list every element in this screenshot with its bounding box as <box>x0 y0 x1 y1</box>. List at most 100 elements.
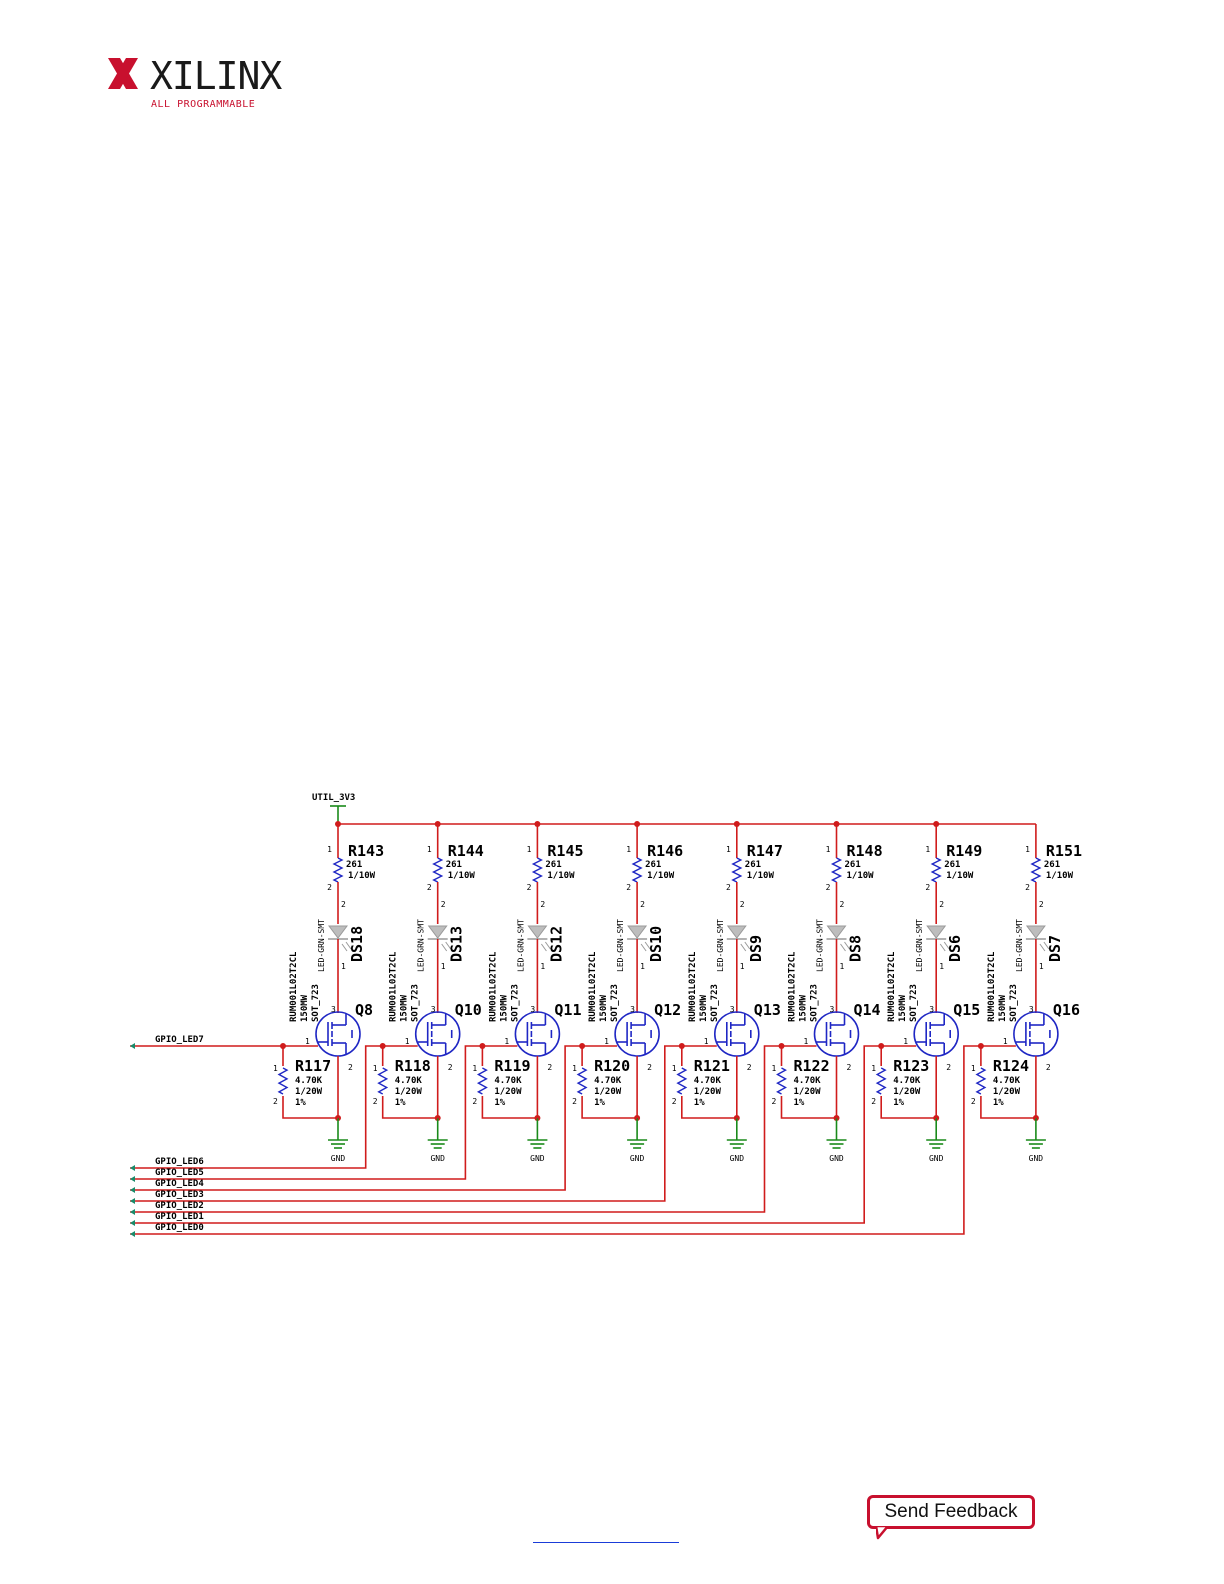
send-feedback-label: Send Feedback <box>884 1501 1018 1522</box>
led-icon <box>926 925 947 939</box>
series-resistor-value: 261 <box>645 860 661 870</box>
transistor-pin-label: 1 <box>704 1037 709 1046</box>
transistor-pin-label: 2 <box>747 1063 752 1072</box>
pulldown-pin-label: 1 <box>672 1064 677 1073</box>
transistor-pin-label: 3 <box>1029 1005 1034 1014</box>
pulldown-resistor-ref: R122 <box>794 1057 830 1075</box>
led-part-number: LED-GRN-SMT <box>317 919 326 972</box>
transistor-part-number: RUM001L02T2CL <box>887 951 897 1022</box>
pulldown-value: 4.70K <box>295 1076 323 1086</box>
led-channel-7: 12R1492611/10W21DS6LED-GRN-SMTRUM001L02T… <box>871 821 982 1163</box>
footer-link[interactable] <box>533 1530 679 1543</box>
pulldown-tolerance: 1% <box>295 1098 306 1108</box>
transistor-power: 150MW <box>599 994 609 1022</box>
pulldown-resistor-ref: R118 <box>395 1057 431 1075</box>
transistor-pin-label: 3 <box>431 1005 436 1014</box>
led-channel-6: 12R1482611/10W21DS8LED-GRN-SMTRUM001L02T… <box>772 821 883 1163</box>
nmos-transistor-icon <box>913 1011 960 1057</box>
led-ray-icon <box>441 943 448 952</box>
led-pin-label: 1 <box>441 962 446 971</box>
wire-pulldown-to-ground <box>481 1096 538 1119</box>
gpio-net-wire <box>130 1045 782 1213</box>
pulldown-pin-label: 2 <box>971 1097 976 1106</box>
pulldown-value: 4.70K <box>395 1076 423 1086</box>
led-pin-label: 2 <box>1039 900 1044 909</box>
led-part-number: LED-GRN-SMT <box>417 919 426 972</box>
pulldown-pin-label: 2 <box>672 1097 677 1106</box>
transistor-part-number: RUM001L02T2CL <box>987 951 997 1022</box>
led-ray-icon <box>345 941 352 950</box>
send-feedback-button[interactable]: Send Feedback <box>867 1495 1035 1529</box>
series-resistor-icon <box>531 857 543 883</box>
transistor-package: SOT_723 <box>610 984 620 1022</box>
series-resistor-icon <box>830 857 843 883</box>
pulldown-value: 4.70K <box>694 1076 722 1086</box>
led-icon <box>826 925 847 939</box>
pulldown-pin-label: 2 <box>772 1097 777 1106</box>
pulldown-resistor-icon <box>277 1067 289 1095</box>
pulldown-resistor-icon <box>377 1067 389 1095</box>
pulldown-pin-label: 2 <box>572 1097 577 1106</box>
transistor-package: SOT_723 <box>510 984 520 1022</box>
led-ref: DS7 <box>1046 935 1064 962</box>
logo-tagline: ALL PROGRAMMABLE <box>151 99 255 110</box>
series-resistor-power: 1/10W <box>348 871 376 881</box>
transistor-pin-label: 1 <box>1003 1037 1008 1046</box>
led-channel-1: 12R1432611/10W21DS18LED-GRN-SMTRUM001L02… <box>273 821 384 1163</box>
nmos-transistor-icon <box>514 1011 561 1057</box>
pulldown-pin-label: 1 <box>871 1064 876 1073</box>
led-ray-icon <box>744 941 751 950</box>
pulldown-value: 4.70K <box>893 1076 921 1086</box>
led-ray-icon <box>1043 941 1050 950</box>
resistor-pin-label: 2 <box>1025 883 1030 892</box>
pulldown-resistor-ref: R120 <box>594 1057 630 1075</box>
transistor-package: SOT_723 <box>311 984 321 1022</box>
net-port-arrow-icon <box>130 1231 135 1237</box>
led-ray-icon <box>740 943 747 952</box>
led-ref: DS12 <box>547 926 565 962</box>
nmos-transistor-icon <box>414 1011 461 1057</box>
series-resistor-power: 1/10W <box>647 871 675 881</box>
gpio-net-wire <box>130 1045 981 1235</box>
resistor-pin-label: 1 <box>427 845 432 854</box>
led-ray-icon <box>844 941 850 950</box>
transistor-power: 150MW <box>400 994 410 1022</box>
transistor-pin-label: 2 <box>847 1063 852 1072</box>
transistor-package: SOT_723 <box>1009 984 1019 1022</box>
led-pin-label: 2 <box>939 900 944 909</box>
series-resistor-ref: R147 <box>747 842 783 860</box>
led-pin-label: 1 <box>840 962 845 971</box>
transistor-power: 150MW <box>898 994 908 1022</box>
wire-pulldown-to-ground <box>980 1096 1036 1119</box>
wire-pulldown-to-ground <box>282 1096 338 1119</box>
pulldown-resistor-icon <box>676 1067 688 1095</box>
pulldown-resistor-ref: R121 <box>694 1057 730 1075</box>
gpio-net-label: GPIO_LED6 <box>155 1157 204 1167</box>
transistor-pin-label: 2 <box>448 1063 453 1072</box>
series-resistor-power: 1/10W <box>1046 871 1074 881</box>
led-part-number: LED-GRN-SMT <box>915 919 924 972</box>
resistor-pin-label: 1 <box>726 845 731 854</box>
resistor-pin-label: 2 <box>427 883 432 892</box>
pulldown-resistor-icon <box>576 1067 588 1095</box>
transistor-pin-label: 1 <box>504 1037 509 1046</box>
gpio-net-label: GPIO_LED3 <box>155 1190 204 1200</box>
led-part-number: LED-GRN-SMT <box>616 919 625 972</box>
transistor-pin-label: 3 <box>929 1005 934 1014</box>
transistor-ref: Q13 <box>754 1001 781 1019</box>
transistor-pin-label: 1 <box>604 1037 609 1046</box>
transistor-power: 150MW <box>300 994 310 1022</box>
transistor-pin-label: 1 <box>903 1037 908 1046</box>
led-ref: DS9 <box>747 935 765 962</box>
led-part-number: LED-GRN-SMT <box>516 919 525 972</box>
pulldown-tolerance: 1% <box>594 1098 605 1108</box>
logo-wordmark: XILINX <box>150 54 282 98</box>
transistor-pin-label: 3 <box>331 1005 336 1014</box>
series-resistor-value: 261 <box>545 860 561 870</box>
pulldown-resistor-ref: R124 <box>993 1057 1029 1075</box>
led-channel-2: 12R1442611/10W21DS13LED-GRN-SMTRUM001L02… <box>373 821 484 1163</box>
led-icon <box>427 925 448 939</box>
transistor-ref: Q15 <box>953 1001 980 1019</box>
pulldown-pin-label: 2 <box>273 1097 278 1106</box>
resistor-pin-label: 1 <box>527 845 532 854</box>
